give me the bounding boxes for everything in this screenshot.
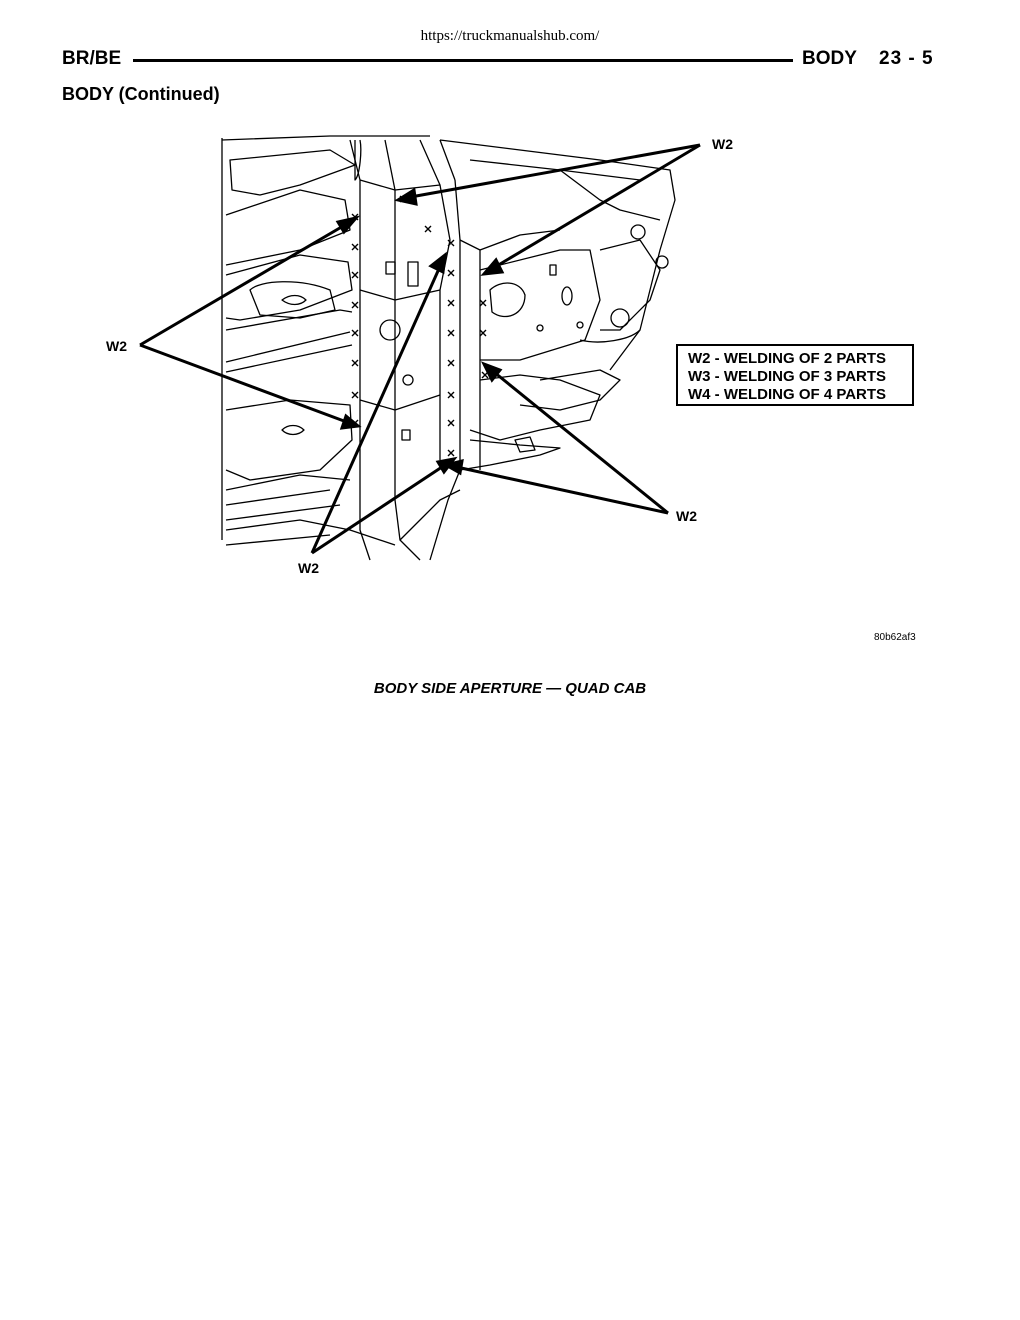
legend-w2: W2 - WELDING OF 2 PARTS <box>688 350 887 367</box>
figure-caption: BODY SIDE APERTURE — QUAD CAB <box>373 680 647 697</box>
weld-legend: W2 - WELDING OF 2 PARTS W3 - WELDING OF … <box>676 344 914 406</box>
body-side-aperture-illustration <box>139 135 701 561</box>
header-rule <box>133 59 793 62</box>
callout-w2-left: W2 <box>106 338 127 354</box>
figure-id: 80b62af3 <box>874 632 916 643</box>
source-url: https://truckmanualshub.com/ <box>420 28 600 44</box>
callout-w2-bottom-right: W2 <box>676 508 697 524</box>
legend-w3: W3 - WELDING OF 3 PARTS <box>688 368 887 385</box>
page-number: 23 - 5 <box>879 48 934 69</box>
subheading: BODY (Continued) <box>62 84 220 104</box>
callout-w2-bottom-left: W2 <box>298 560 319 576</box>
model-code: BR/BE <box>62 48 122 69</box>
section-title: BODY <box>802 48 857 69</box>
callout-w2-top-right: W2 <box>712 136 733 152</box>
legend-w4: W4 - WELDING OF 4 PARTS <box>688 386 887 403</box>
